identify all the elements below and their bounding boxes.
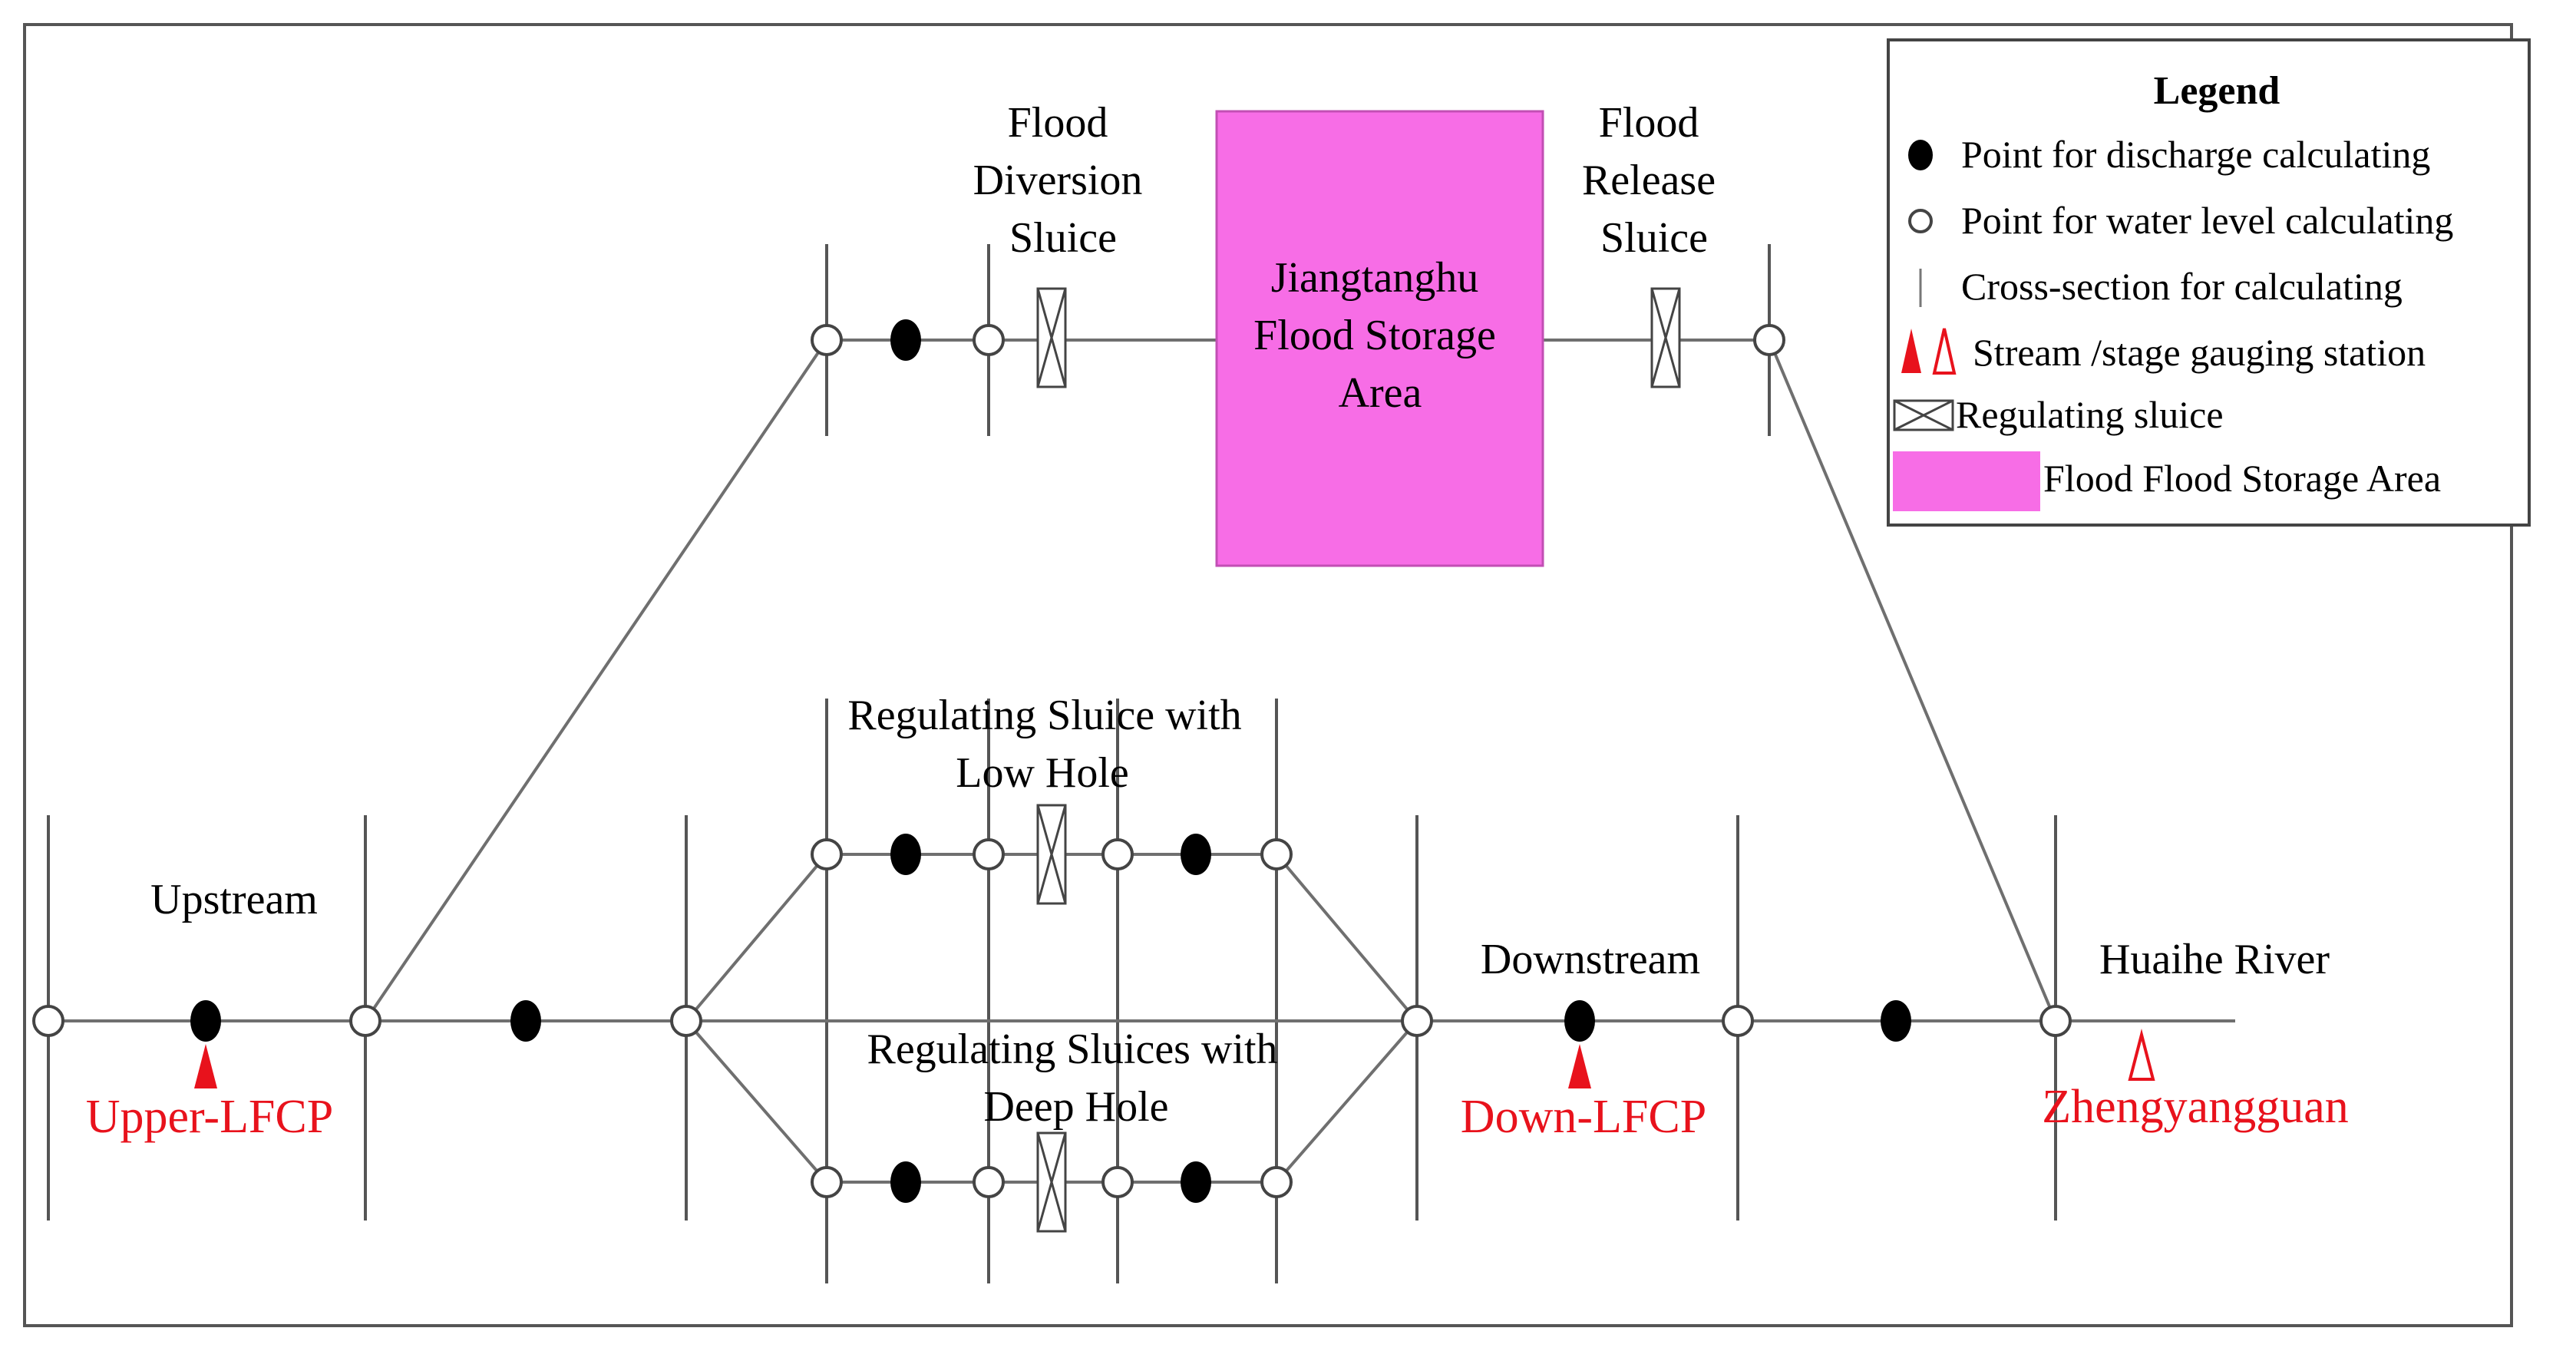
- sluice-icon: [1036, 287, 1067, 388]
- legend-item: Stream /stage gauging station: [1973, 331, 2426, 374]
- water-level-point-icon: [1908, 209, 1933, 233]
- legend-box: [1887, 38, 2531, 527]
- discharge-points: [190, 319, 1911, 1203]
- upstream-label: Upstream: [150, 876, 318, 923]
- discharge-point-icon: [1908, 140, 1933, 170]
- storage-area-label: Jiangtanghu Flood Storage Area: [1253, 254, 1507, 417]
- storage-area-swatch: [1893, 451, 2040, 511]
- legend-item: Point for discharge calculating: [1961, 133, 2430, 176]
- deep-hole-label: Regulating Sluices with Deep Hole: [867, 1026, 1288, 1131]
- flood-diversion-sluice-label: Flood Diversion Sluice: [973, 99, 1154, 262]
- sluice-icon: [1036, 1131, 1067, 1233]
- outer-frame: [23, 23, 2513, 1327]
- down-lfcp-label: Down-LFCP: [1461, 1091, 1706, 1143]
- water-level-points: [32, 324, 2072, 1198]
- upper-lfcp-label: Upper-LFCP: [86, 1091, 334, 1143]
- low-hole-label: Regulating Sluice with Low Hole: [847, 692, 1252, 797]
- station-open-icon: [2128, 1029, 2155, 1081]
- storage-area-box: [1215, 110, 1544, 567]
- legend-item: Flood Flood Storage Area: [2043, 457, 2441, 500]
- legend-item: Regulating sluice: [1956, 393, 2224, 436]
- river-label: Huaihe River: [2099, 936, 2330, 983]
- sluice-icon: [1650, 287, 1681, 388]
- station-filled-icon: [1568, 1044, 1591, 1088]
- regulating-sluices: [1036, 287, 1681, 1233]
- sluice-icon: [1036, 804, 1067, 905]
- station-filled-icon: [194, 1044, 217, 1088]
- legend-title: Legend: [2154, 69, 2280, 113]
- zhengyangguan-label: Zhengyangguan: [2042, 1081, 2348, 1133]
- station-filled-icon: [1901, 329, 1921, 373]
- legend-item: Cross-section for calculating: [1961, 265, 2403, 308]
- regulating-sluice-icon: [1893, 399, 1954, 431]
- station-open-icon: [1932, 328, 1957, 375]
- downstream-label: Downstream: [1481, 936, 1700, 983]
- flood-release-sluice-label: Flood Release Sluice: [1582, 99, 1726, 262]
- legend: Legend Point for discharge calculating P…: [1887, 38, 2531, 527]
- legend-item: Point for water level calculating: [1961, 199, 2453, 242]
